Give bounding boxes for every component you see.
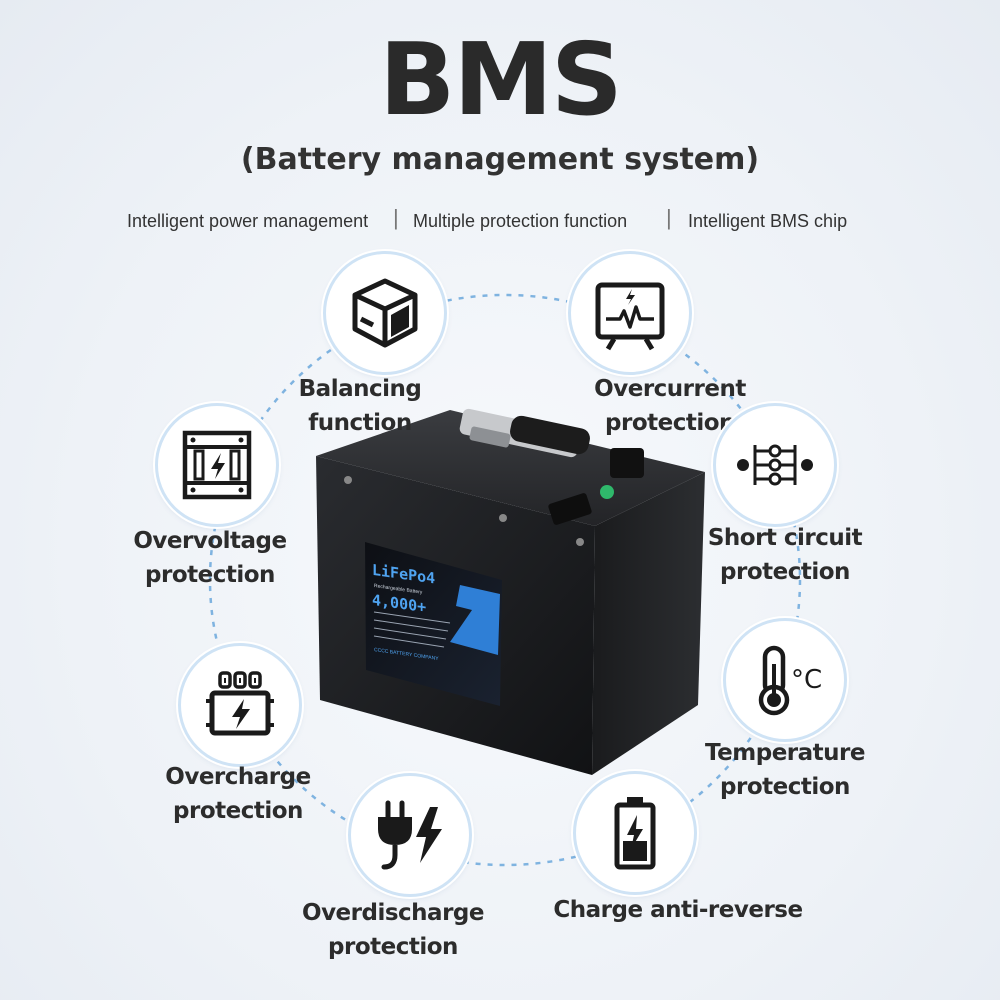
short-circuit-label-line1: Short circuit [707,525,863,551]
short-circuit-circle [713,403,837,527]
overdischarge-label-line2: protection [328,934,458,960]
balancing-label: Balancing function [298,376,422,436]
thermometer-icon: °C [758,645,822,716]
separator: | [393,205,399,230]
overcurrent-label: Overcurrent protection [594,376,746,436]
temperature-unit: °C [791,665,822,695]
plug-bolt-icon [378,800,442,870]
overcurrent-circle [568,251,692,375]
battery-image: LiFePo4 Rechargeable Battery 4,000+ CCCC… [316,408,705,775]
overdischarge-label: Overdischarge protection [293,896,493,964]
overdischarge-circle [348,773,472,897]
overdischarge-label-line1: Overdischarge [302,900,484,926]
overcharge-label: Overcharge protection [148,760,328,828]
charge-anti-reverse-label: Charge anti-reverse [553,897,803,923]
circuit-nodes-icon [737,444,813,486]
cube-icon [352,278,418,348]
battery-bolt-icon [614,797,656,870]
monitor-pulse-icon [595,282,665,351]
short-circuit-label-line2: protection [720,559,850,585]
overvoltage-label: Overvoltage protection [120,524,300,592]
page-title: BMS [379,21,623,138]
separator: | [666,205,672,230]
transformer-bolt-icon [182,430,252,500]
balancing-circle [323,251,447,375]
overcharge-circle [178,643,302,767]
charge-anti-reverse-circle [573,771,697,895]
temperature-label: Temperature protection [700,736,870,804]
charger-bolt-icon [206,671,274,736]
feature-bms-chip: Intelligent BMS chip [688,211,848,231]
temperature-label-line2: protection [720,774,850,800]
temperature-circle: °C [723,618,847,742]
overcharge-label-line2: protection [173,798,303,824]
overcharge-label-line1: Overcharge [165,764,311,790]
feature-power-management: Intelligent power management [127,211,369,231]
overvoltage-label-line1: Overvoltage [133,528,287,554]
page-subtitle: (Battery management system) [240,142,760,177]
short-circuit-label: Short circuit protection [700,521,870,589]
temperature-label-line1: Temperature [705,740,865,766]
feature-protection: Multiple protection function [413,211,628,231]
overvoltage-circle [155,403,279,527]
overvoltage-label-line2: protection [145,562,275,588]
